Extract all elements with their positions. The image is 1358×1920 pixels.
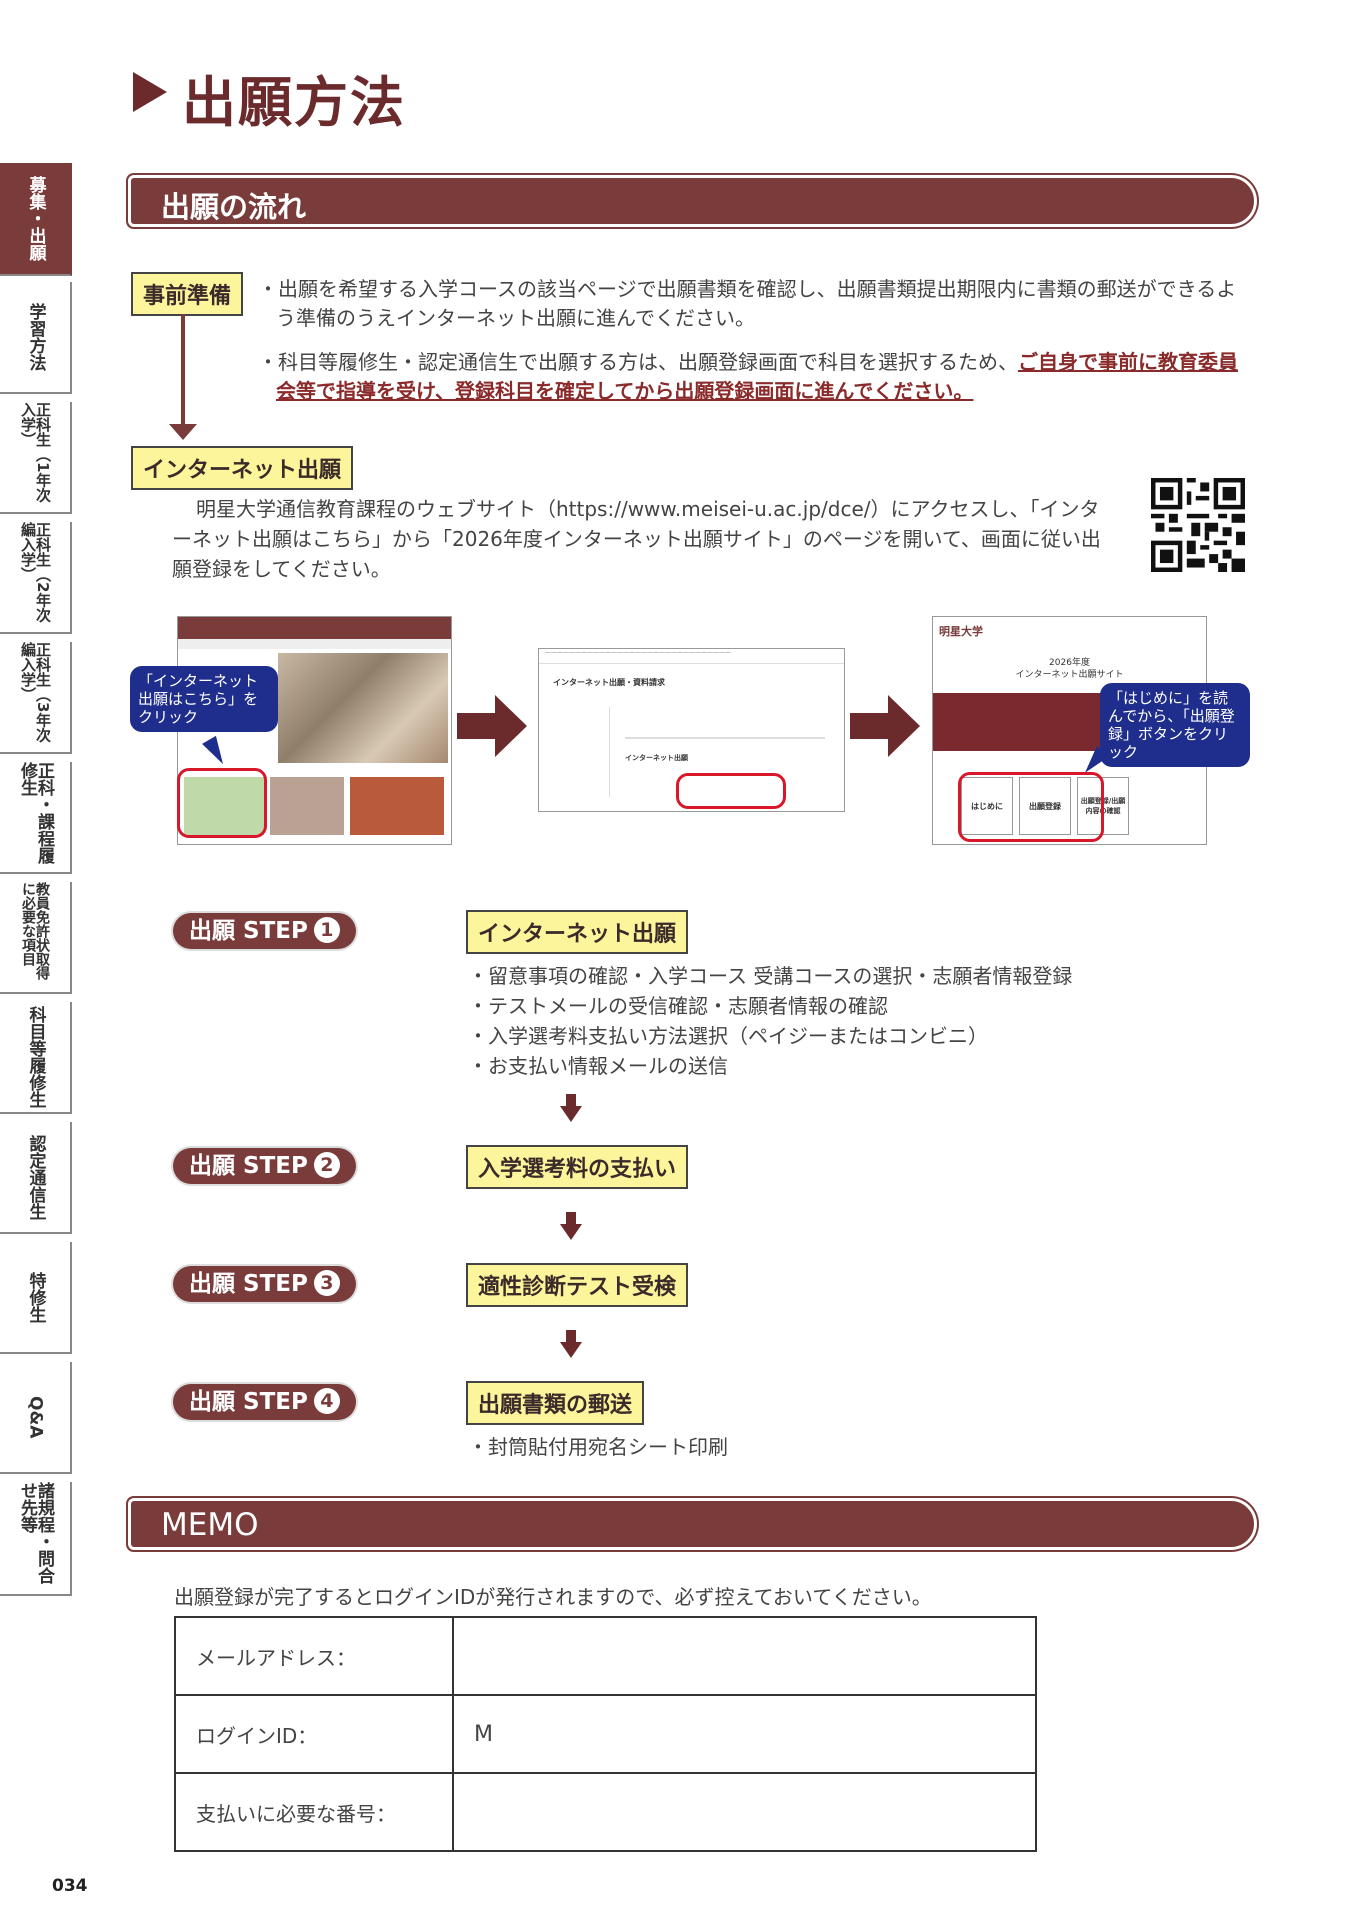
- step-4-bullets: ・封筒貼付用宛名シート印刷: [468, 1432, 728, 1462]
- memo-key-email: メールアドレス：: [174, 1616, 454, 1696]
- memo-value-payment[interactable]: [452, 1772, 1037, 1852]
- callout-internet-link: 「インターネット出願はこちら」をクリック: [130, 666, 278, 732]
- step-1-bullet: ・留意事項の確認・入学コース 受講コースの選択・志願者情報登録: [468, 964, 1073, 988]
- step-3-label: 適性診断テスト受検: [466, 1263, 689, 1307]
- down-arrow-icon: [560, 1094, 582, 1126]
- down-arrow-icon: [169, 424, 197, 440]
- page-number: 034: [52, 1876, 88, 1896]
- section-header-memo: MEMO: [131, 1501, 1254, 1547]
- internet-text: 明星大学通信教育課程のウェブサイト（https://www.meisei-u.a…: [172, 497, 1101, 581]
- step-4-bullet: ・封筒貼付用宛名シート印刷: [468, 1435, 728, 1459]
- sidebar-tab-license[interactable]: 教員免許状取得に必要な項目: [0, 882, 72, 994]
- prep-bullet-2-emphasis: ご自身で事前に教育委員会等で指導を受け、登録科目を確定してから出願登録画面に進ん…: [276, 350, 1238, 403]
- sidebar-tab-course[interactable]: 正科・課程履修生: [0, 762, 72, 874]
- site3-logo: 明星大学: [939, 625, 983, 638]
- site-header-bar: [178, 617, 451, 639]
- callout-start-buttons: 「はじめに」を読んでから、「出願登録」ボタンをクリック: [1100, 683, 1250, 767]
- sidebar-tab-certified[interactable]: 認定通信生: [0, 1122, 72, 1234]
- memo-key-payment: 支払いに必要な番号：: [174, 1772, 454, 1852]
- step-1-label: インターネット出願: [466, 910, 689, 954]
- down-arrow-icon: [560, 1212, 582, 1244]
- flow-line: [181, 314, 185, 428]
- site-hero-image: [278, 653, 448, 763]
- sidebar-tab-rules[interactable]: 諸規程・問合せ先等: [0, 1482, 72, 1596]
- step-1-bullets: ・留意事項の確認・入学コース 受講コースの選択・志願者情報登録 ・テストメールの…: [468, 961, 1072, 1081]
- sidebar-tab-regular-3[interactable]: 正科生（3年次編入学）: [0, 642, 72, 754]
- step-1-bullet: ・テストメールの受信確認・志願者情報の確認: [468, 994, 888, 1018]
- title-triangle-icon: [133, 72, 167, 112]
- screenshot-application-page: ——————————————————————————————— インターネット出…: [538, 648, 845, 812]
- table-row: メールアドレス：: [174, 1616, 1037, 1696]
- internet-label: インターネット出願: [131, 446, 354, 490]
- right-arrow-icon: [457, 691, 527, 765]
- sidebar-tab-regular-2[interactable]: 正科生（2年次編入学）: [0, 522, 72, 634]
- memo-key-login: ログインID：: [174, 1694, 454, 1774]
- step-1-bullet: ・お支払い情報メールの送信: [468, 1054, 728, 1078]
- step-4-label: 出願書類の郵送: [466, 1381, 645, 1425]
- memo-value-email[interactable]: [452, 1616, 1037, 1696]
- site3-hajimeni-button[interactable]: はじめに: [961, 777, 1013, 835]
- sidebar-tab-regular-1[interactable]: 正科生（1年次入学）: [0, 402, 72, 514]
- prep-bullet-2: ・科目等履修生・認定通信生で出願する方は、出願登録画面で科目を選択するため、ご自…: [258, 350, 1238, 403]
- right-arrow-icon: [850, 691, 920, 765]
- site2-heading: インターネット出願・資料請求: [553, 678, 665, 687]
- memo-table: メールアドレス： ログインID： M 支払いに必要な番号：: [174, 1616, 1037, 1852]
- prep-bullet-1: ・出願を希望する入学コースの該当ページで出願書類を確認し、出願書類提出期限内に書…: [258, 277, 1237, 330]
- qr-code-icon[interactable]: [1151, 478, 1245, 576]
- prep-label: 事前準備: [131, 272, 244, 316]
- memo-value-login[interactable]: M: [452, 1694, 1037, 1774]
- highlight-apply-button: [676, 773, 786, 809]
- site2-subheading: インターネット出願: [625, 754, 688, 762]
- highlight-internet-link: [177, 768, 267, 838]
- section-header-flow: 出願の流れ: [131, 178, 1254, 224]
- site3-touroku-button[interactable]: 出願登録: [1019, 777, 1071, 835]
- sidebar-tab-subject[interactable]: 科目等履修生: [0, 1002, 72, 1114]
- sidebar-tab-study[interactable]: 学習方法: [0, 282, 72, 394]
- table-row: 支払いに必要な番号：: [174, 1772, 1037, 1852]
- step-2-label: 入学選考料の支払い: [466, 1145, 689, 1189]
- sidebar-tab-recruit[interactable]: 募集・出願: [0, 163, 72, 276]
- highlight-start-buttons: [958, 772, 1104, 842]
- page-title: 出願方法: [182, 71, 406, 134]
- table-row: ログインID： M: [174, 1694, 1037, 1774]
- down-arrow-icon: [560, 1330, 582, 1362]
- sidebar-tab-special[interactable]: 特修生: [0, 1242, 72, 1354]
- sidebar-tab-qa[interactable]: Q&A: [0, 1362, 72, 1474]
- memo-note: 出願登録が完了するとログインIDが発行されますので、必ず控えておいてください。: [174, 1585, 932, 1609]
- screenshot-top-page: [177, 616, 452, 845]
- step-1-bullet: ・入学選考料支払い方法選択（ペイジーまたはコンビニ）: [468, 1024, 988, 1048]
